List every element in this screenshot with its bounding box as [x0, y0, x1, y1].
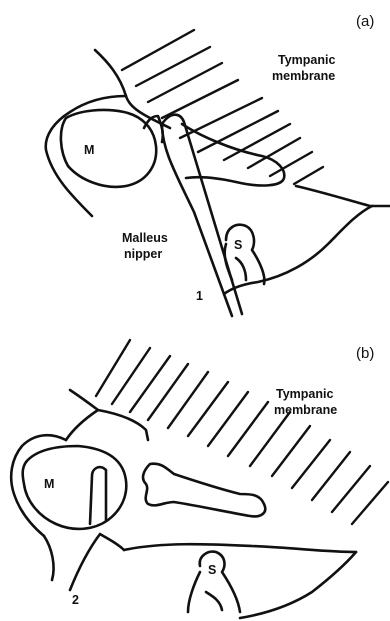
- tympanic-membrane-label-a-line1: Tympanic: [278, 53, 335, 67]
- tympanic-membrane-label-b-line2: membrane: [274, 403, 337, 417]
- tympanic-membrane-label-b-line1: Tympanic: [276, 387, 333, 401]
- malleus-nipper-instrument-left: [162, 124, 232, 316]
- panel-a: [46, 30, 390, 316]
- ossicle-lower-b: [44, 534, 124, 590]
- tympanic-membrane-hatching-b: [96, 340, 388, 524]
- malleus-stump-b: [90, 467, 106, 524]
- step-label-2: 2: [72, 593, 79, 607]
- medial-wall-a: [296, 186, 390, 206]
- panel-label-b: (b): [356, 345, 374, 362]
- panel-label-a: (a): [356, 13, 374, 30]
- stapes-label-a: S: [234, 238, 242, 252]
- malleus-label-b: M: [44, 477, 54, 491]
- scutum-outline-b: [98, 410, 148, 440]
- stapes-b: [188, 552, 240, 612]
- malleus-nipper-label-line1: Malleus: [122, 231, 168, 245]
- malleus-nipper-label-line2: nipper: [124, 247, 162, 261]
- malleus-head-b: [23, 446, 127, 529]
- medial-wall-b: [124, 544, 356, 552]
- stapes-label-b: S: [208, 563, 216, 577]
- outer-wall-b: [11, 435, 66, 536]
- malleus-label-a: M: [84, 143, 94, 157]
- tympanic-membrane-label-a-line2: membrane: [272, 69, 335, 83]
- panel-b: [11, 340, 388, 618]
- step-label-1: 1: [196, 289, 203, 303]
- stapes-a: [225, 225, 265, 284]
- manubrium-fragment-b: [143, 464, 265, 517]
- malleus-head-a: [61, 110, 156, 187]
- attic-outline-b: [66, 390, 98, 440]
- promontory-b: [240, 552, 356, 618]
- malleus-nipper-instrument: [162, 115, 242, 314]
